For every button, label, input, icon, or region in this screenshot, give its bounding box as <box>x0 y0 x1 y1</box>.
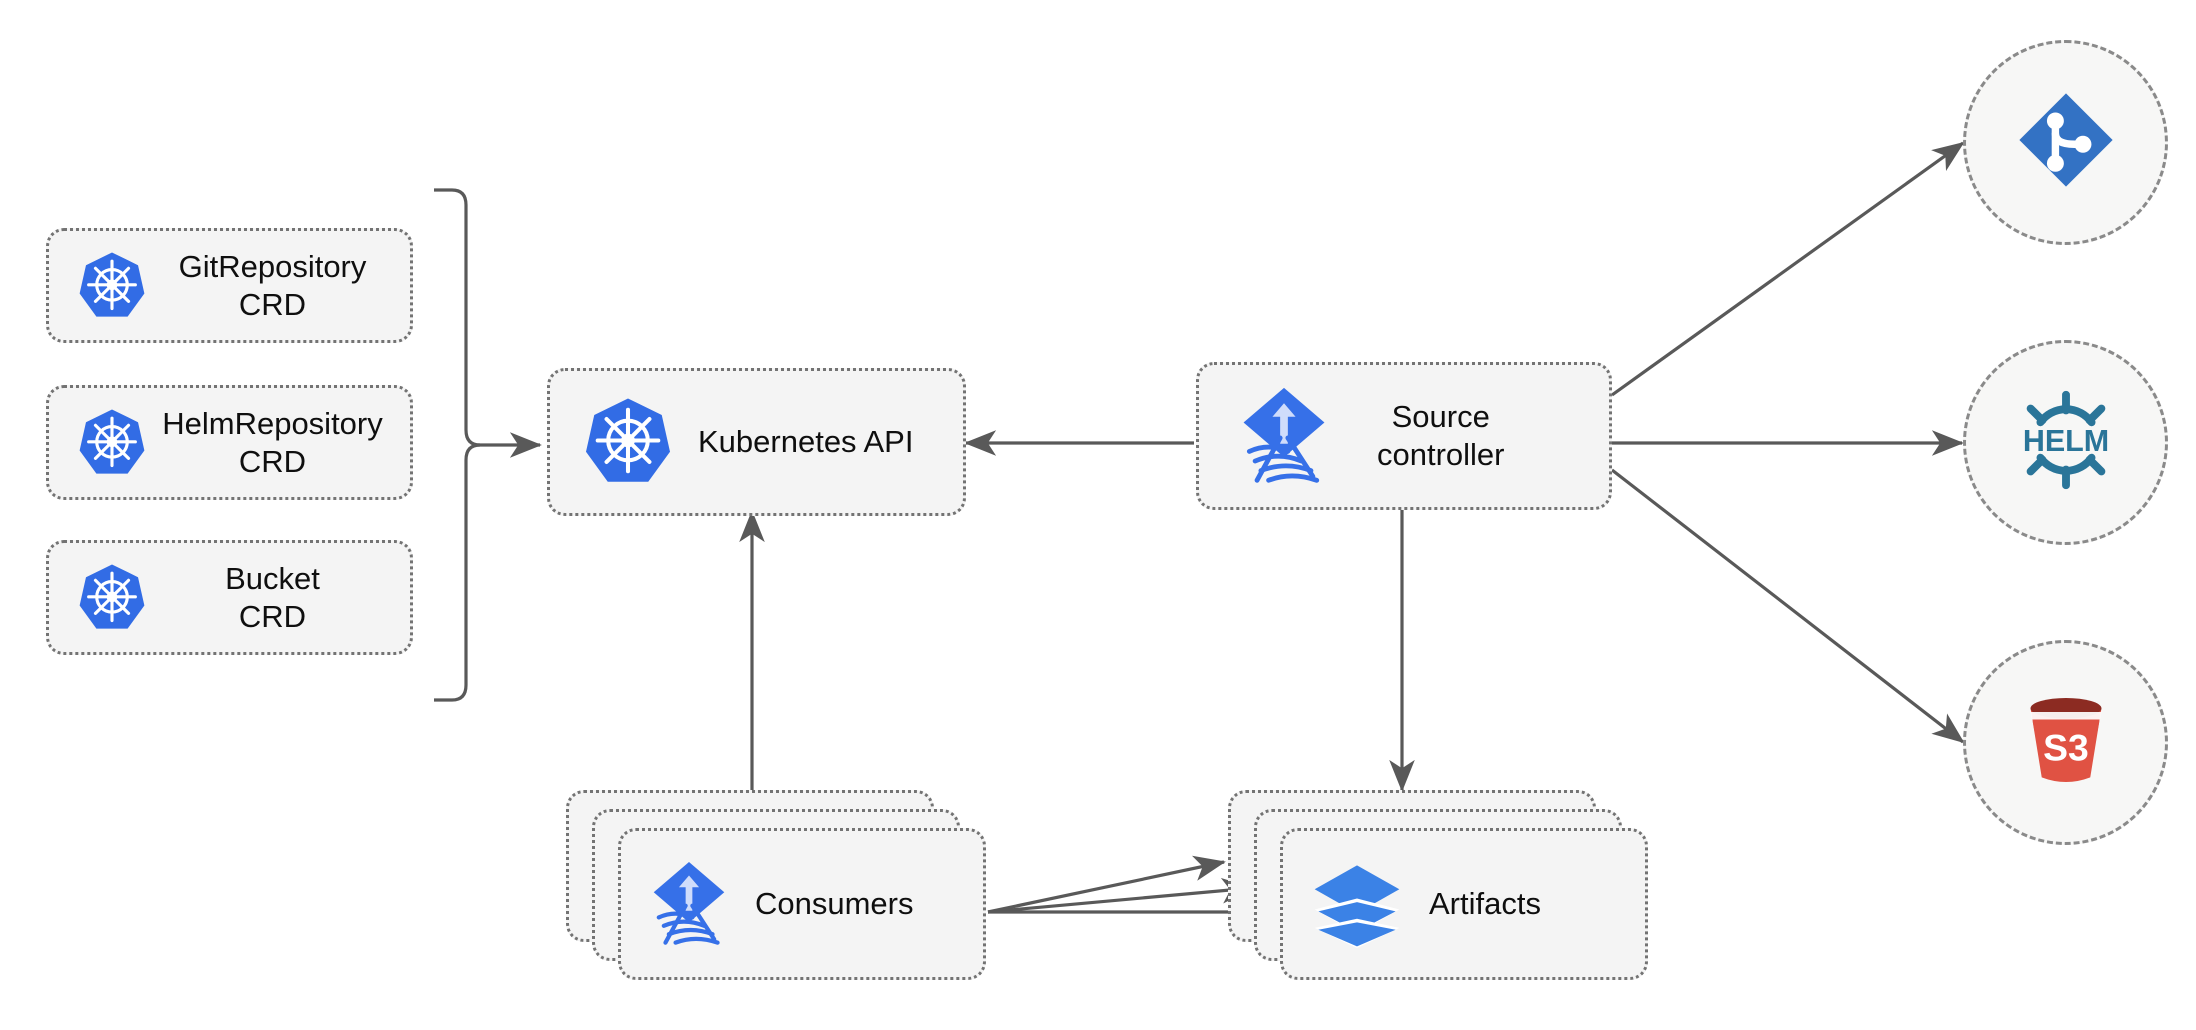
kubernetes-icon <box>75 406 149 480</box>
node-artifacts[interactable]: Artifacts <box>1280 828 1648 980</box>
helm-wordmark: HELM <box>2022 424 2108 458</box>
target-s3[interactable]: S3 <box>1963 640 2168 845</box>
helm-icon: HELM <box>2007 381 2125 504</box>
kubernetes-icon <box>75 249 149 323</box>
flux-icon <box>647 858 731 950</box>
kubernetes-icon <box>75 561 149 635</box>
crd-group-brace <box>434 188 481 702</box>
node-label-artifacts: Artifacts <box>1429 886 1541 922</box>
crd-label: GitRepository CRD <box>178 248 367 322</box>
node-source-controller[interactable]: Source controller <box>1196 362 1612 510</box>
git-icon <box>2013 87 2119 198</box>
flux-icon <box>1235 384 1333 488</box>
edge-source-to-git <box>1611 141 1965 397</box>
crd-label: HelmRepository CRD <box>162 405 383 479</box>
layers-icon <box>1311 858 1403 950</box>
s3-wordmark: S3 <box>2043 727 2089 769</box>
s3-icon: S3 <box>2010 684 2122 801</box>
target-helm[interactable]: HELM <box>1963 340 2168 545</box>
crd-card-bucket[interactable]: Bucket CRD <box>46 540 413 655</box>
crd-card-helmrepository[interactable]: HelmRepository CRD <box>46 385 413 500</box>
node-label-source-controller: Source controller <box>1377 399 1505 472</box>
crd-label: Bucket CRD <box>225 560 320 634</box>
node-label-kubernetes-api: Kubernetes API <box>698 424 914 460</box>
edge-consumers-to-artifacts-1 <box>987 855 1226 914</box>
node-consumers[interactable]: Consumers <box>618 828 986 980</box>
crd-card-gitrepository[interactable]: GitRepository CRD <box>46 228 413 343</box>
kubernetes-icon <box>580 394 676 490</box>
edge-source-to-s3 <box>1611 468 1965 744</box>
target-git[interactable] <box>1963 40 2168 245</box>
edge-consumers-to-artifacts-2 <box>987 877 1254 914</box>
node-artifacts-stack[interactable]: Artifacts <box>1228 790 1648 980</box>
node-label-consumers: Consumers <box>755 886 914 922</box>
node-kubernetes-api[interactable]: Kubernetes API <box>547 368 966 516</box>
node-consumers-stack[interactable]: Consumers <box>566 790 986 980</box>
